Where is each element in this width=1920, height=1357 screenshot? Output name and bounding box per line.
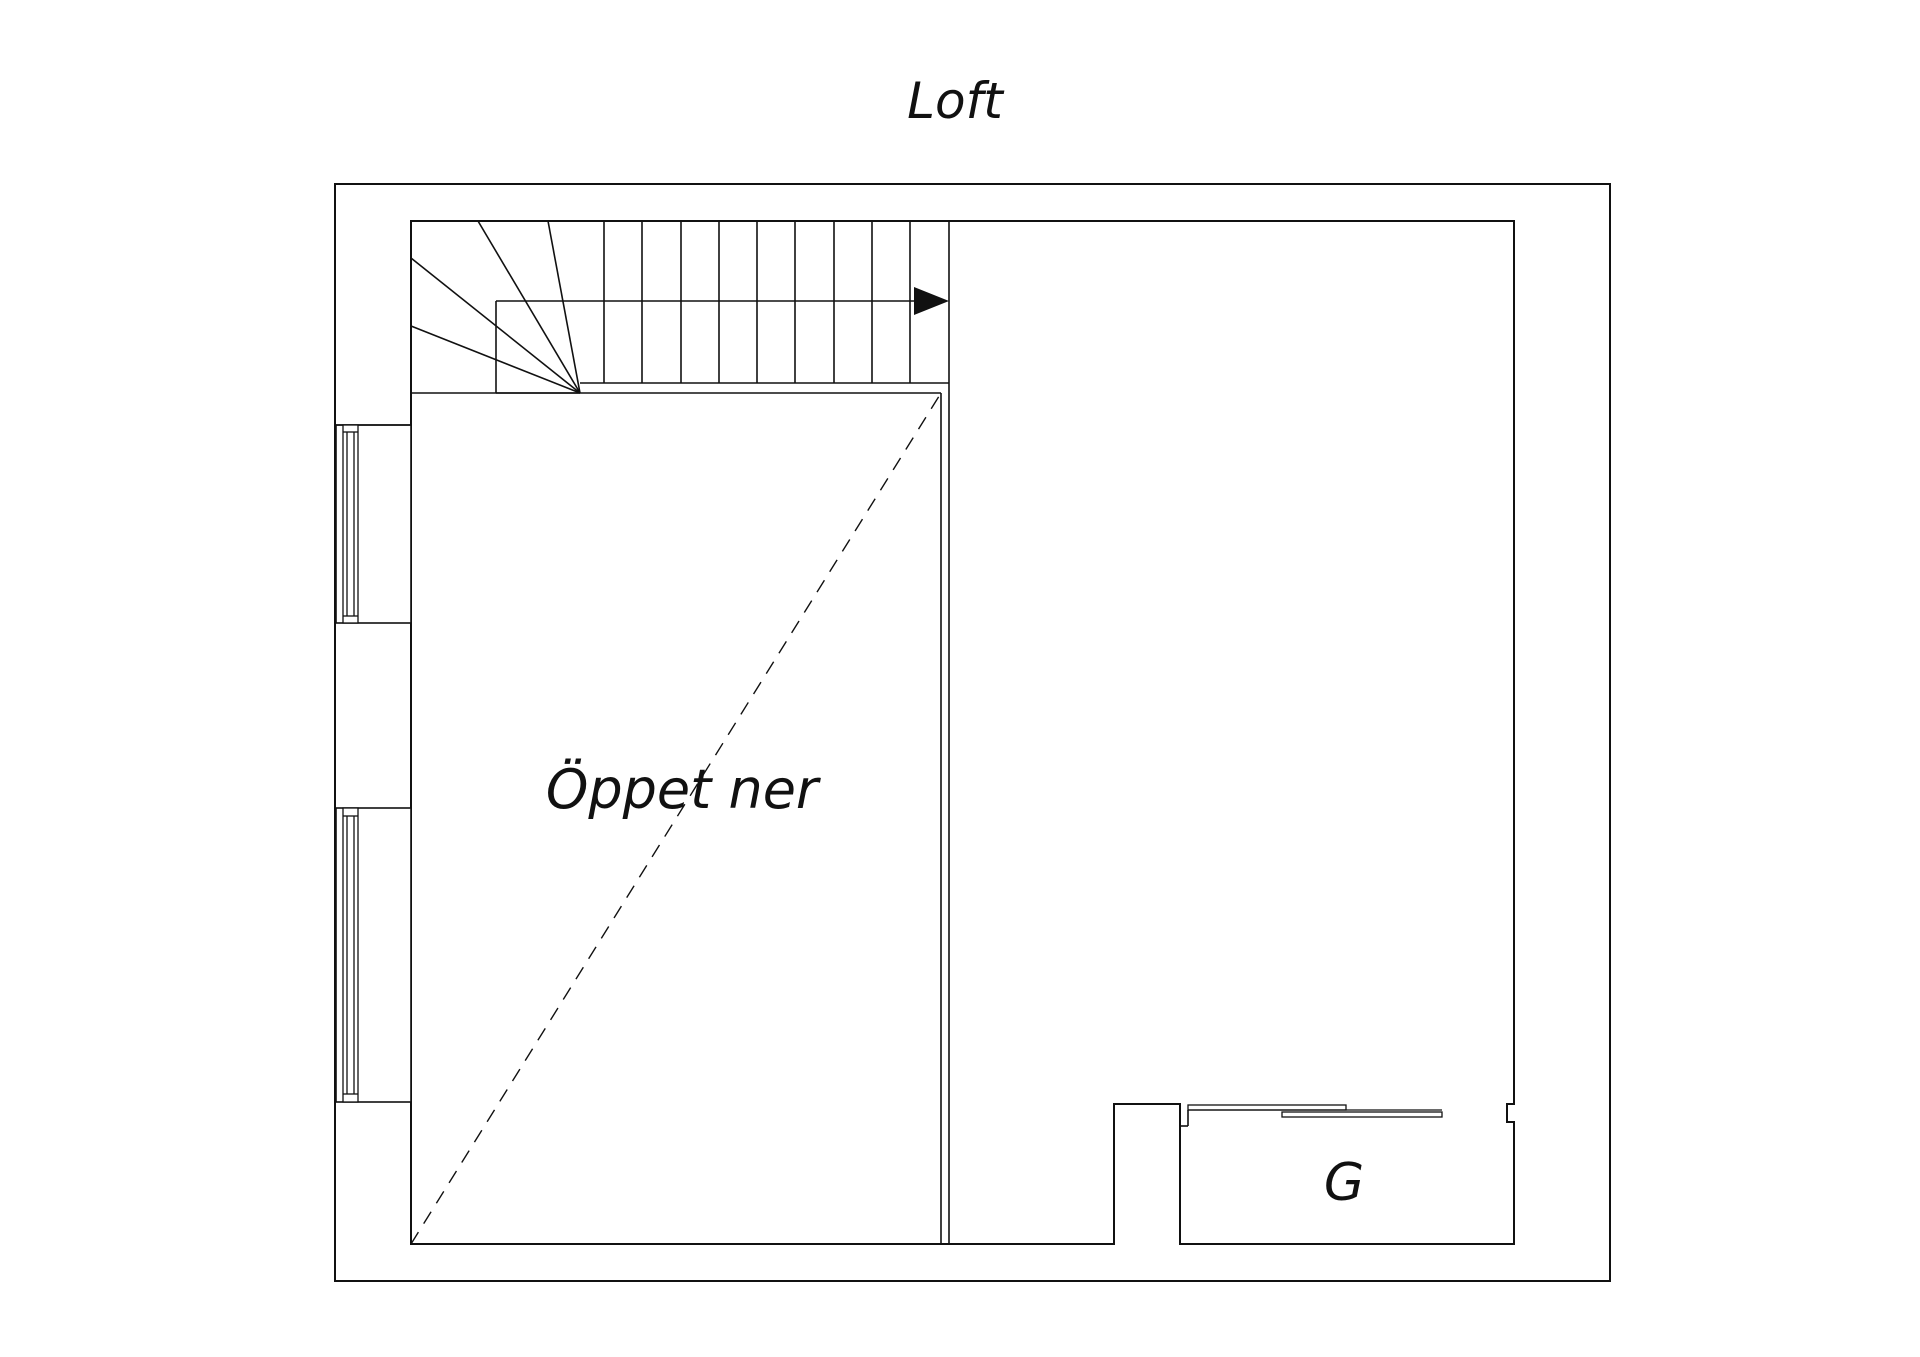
sliding-door-back: [1187, 1104, 1347, 1111]
staircase: [410, 220, 950, 394]
open-below-label: Öppet ner: [546, 758, 821, 821]
floor-title: Loft: [907, 72, 1005, 130]
open-below-area: Öppet ner: [410, 383, 950, 1245]
window-lower: [335, 807, 412, 1103]
sliding-door-front: [1281, 1111, 1443, 1118]
exterior-walls: [334, 183, 1611, 1282]
wall-outline: [334, 183, 1611, 1282]
wardrobe: G: [1179, 1104, 1443, 1213]
arrow-right-icon: [914, 287, 949, 315]
wardrobe-label: G: [1324, 1153, 1364, 1213]
window-upper: [335, 424, 412, 624]
